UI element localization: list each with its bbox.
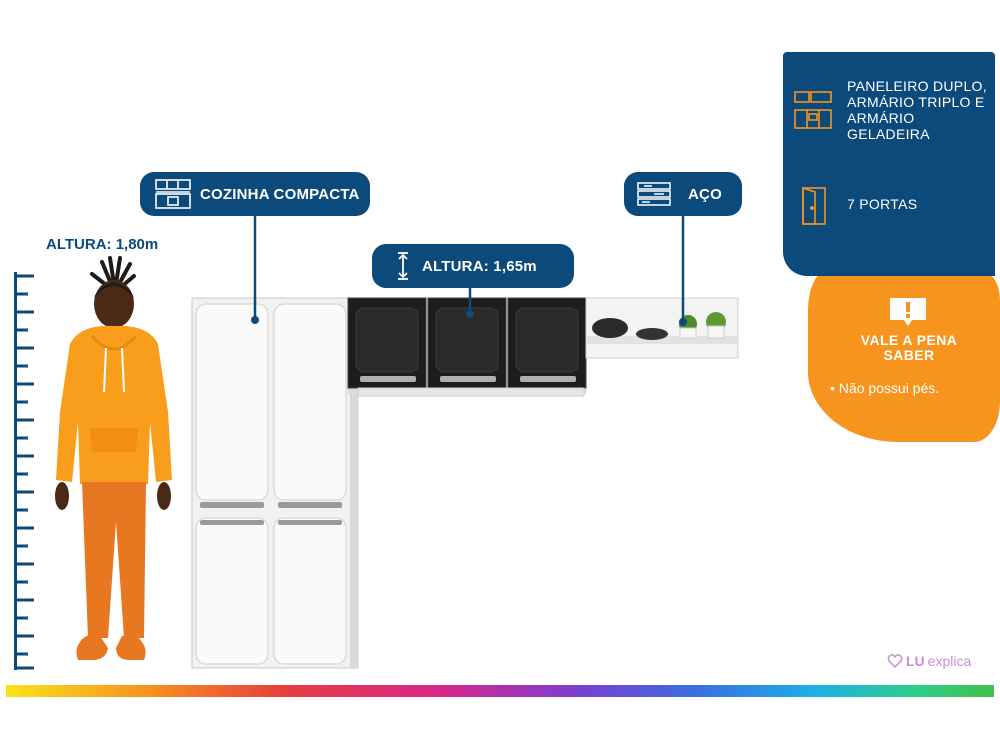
rainbow-bar	[6, 685, 994, 697]
callout-material-label: AÇO	[688, 185, 722, 203]
modules-text: PANELEIRO DUPLO, ARMÁRIO TRIPLO E ARMÁRI…	[847, 78, 987, 142]
callout-cabinet-height: ALTURA: 1,65m	[372, 244, 574, 288]
heart-icon	[887, 654, 903, 669]
kitchen-icon	[155, 179, 191, 209]
door-icon	[802, 186, 826, 225]
tip-item: • Não possui pés.	[830, 380, 940, 396]
logo-brand: LU	[906, 653, 925, 669]
lu-explica-logo: LU explica	[887, 653, 971, 669]
modules-icon	[794, 91, 832, 129]
callout-kitchen-label: COZINHA COMPACTA	[200, 185, 360, 203]
tip-title: VALE A PENA SABER	[860, 332, 958, 363]
doors-count-text: 7 PORTAS	[847, 196, 918, 212]
callout-height-label: ALTURA: 1,65m	[422, 257, 537, 275]
callout-compact-kitchen: COZINHA COMPACTA	[140, 172, 370, 216]
alert-icon	[890, 298, 926, 326]
height-ruler	[14, 272, 34, 670]
steel-icon	[637, 182, 671, 206]
human-height-label: ALTURA: 1,80m	[46, 236, 159, 253]
human-figure-illustration	[55, 256, 172, 660]
info-panel: PANELEIRO DUPLO, ARMÁRIO TRIPLO E ARMÁRI…	[783, 52, 995, 276]
height-arrow-icon	[398, 252, 408, 280]
logo-suffix: explica	[927, 653, 972, 669]
callout-material: AÇO	[624, 172, 742, 216]
